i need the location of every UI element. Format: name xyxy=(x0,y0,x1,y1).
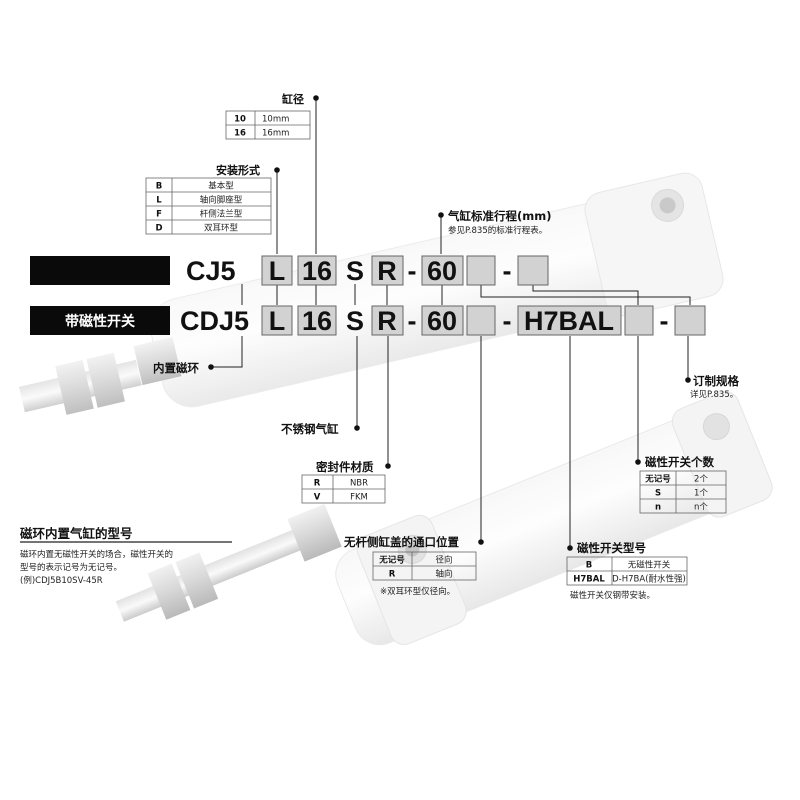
row2-seal-box: R xyxy=(377,306,397,336)
switch-count-code-n: n xyxy=(655,503,661,513)
switch-count-code-none: 无记号 xyxy=(644,474,671,485)
row2-label: 带磁性开关 xyxy=(65,313,135,330)
magnet-model-title: 磁环内置气缸的型号 xyxy=(19,526,133,541)
magnet-model-line-3: (例)CDJ5B10SV-45R xyxy=(20,575,103,586)
switch-model-section: 磁性开关型号 B 无磁性开关 H7BAL D-H7BA(耐水性强) 磁性开关仅钢… xyxy=(566,541,688,601)
row2-prefix: CDJ5 xyxy=(180,306,249,336)
row1-custom-box xyxy=(517,255,549,286)
custom-spec-note: 详见P.835。 xyxy=(690,389,738,400)
switch-model-code-b: B xyxy=(586,561,592,571)
row1-s: S xyxy=(346,256,364,286)
row1-dash2: - xyxy=(503,256,512,286)
row1-prefix: CJ5 xyxy=(186,256,236,286)
port-position-title: 无杆侧缸盖的通口位置 xyxy=(343,535,459,549)
switch-model-desc-b: 无磁性开关 xyxy=(628,560,671,571)
stroke-note: 参见P.835的标准行程表。 xyxy=(448,225,547,236)
model-code-row2: 带磁性开关 CDJ5 L 16 S R - 60 - H7BAL - xyxy=(30,305,706,336)
mounting-title: 安装形式 xyxy=(216,163,260,177)
seal-material-section: 密封件材质 R NBR V FKM xyxy=(301,460,386,504)
mounting-code-d: D xyxy=(155,224,162,234)
switch-count-desc-2: 2个 xyxy=(694,475,708,485)
mounting-code-b: B xyxy=(156,182,162,192)
switch-model-desc-h7bal: D-H7BA(耐水性强) xyxy=(612,574,686,585)
mounting-code-l: L xyxy=(156,196,162,206)
bore-code-16: 16 xyxy=(234,129,246,139)
switch-count-title: 磁性开关个数 xyxy=(645,455,714,469)
switch-count-desc-1: 1个 xyxy=(694,489,708,499)
magnet-model-section: 磁环内置气缸的型号 磁环内置无磁性开关的场合，磁性开关的 型号的表示记号为无记号… xyxy=(19,526,232,586)
leader-lines xyxy=(208,95,691,551)
row2-count-box xyxy=(624,305,654,336)
mounting-code-f: F xyxy=(156,210,162,220)
stainless-label: 不锈钢气缸 xyxy=(281,422,339,436)
row1-suffix-box xyxy=(466,255,496,286)
port-code-none: 无记号 xyxy=(378,555,405,566)
mounting-desc-b: 基本型 xyxy=(208,181,234,192)
row2-switch-box: H7BAL xyxy=(524,306,614,336)
bore-desc-16: 16mm xyxy=(262,129,289,139)
seal-material-title: 密封件材质 xyxy=(315,460,374,474)
port-desc-axial: 轴向 xyxy=(435,569,452,580)
row2-label-bar xyxy=(30,306,170,335)
row2-bore-box: 16 xyxy=(302,306,332,336)
row2-s: S xyxy=(346,306,364,336)
switch-count-desc-n: n个 xyxy=(694,503,708,513)
row2-dash1: - xyxy=(408,306,417,336)
mounting-desc-f: 杆侧法兰型 xyxy=(200,209,243,220)
seal-desc-r: NBR xyxy=(350,479,368,489)
switch-model-title: 磁性开关型号 xyxy=(577,541,646,555)
row1-seal-box: R xyxy=(377,256,397,286)
row2-dash3: - xyxy=(660,306,669,336)
custom-spec-title: 订制规格 xyxy=(693,374,739,388)
row2-mount-box: L xyxy=(269,306,286,336)
switch-model-note: 磁性开关仅钢带安装。 xyxy=(570,590,655,601)
magnet-model-line-1: 磁环内置无磁性开关的场合，磁性开关的 xyxy=(20,549,173,560)
bore-code-10: 10 xyxy=(234,115,246,125)
bore-section: 缸径 10 10mm 16 16mm xyxy=(225,92,311,140)
stroke-section: 气缸标准行程(mm) 参见P.835的标准行程表。 xyxy=(447,209,551,236)
cylinder-image-upper xyxy=(18,172,724,415)
cylinder-image-lower xyxy=(115,391,773,646)
row1-bore-box: 16 xyxy=(302,256,332,286)
port-position-section: 无杆侧缸盖的通口位置 无记号 径向 R 轴向 ※双耳环型仅径向。 xyxy=(343,535,477,597)
mounting-section: 安装形式 B 基本型 L 轴向脚座型 F 杆侧法兰型 D 双耳环型 xyxy=(145,163,272,235)
mounting-desc-l: 轴向脚座型 xyxy=(200,195,243,206)
row1-dash1: - xyxy=(408,256,417,286)
mounting-desc-d: 双耳环型 xyxy=(204,224,239,234)
row2-custom-box xyxy=(674,305,706,336)
stroke-title: 气缸标准行程(mm) xyxy=(447,209,551,223)
row2-stroke-box: 60 xyxy=(427,306,457,336)
row1-mount-box: L xyxy=(269,256,286,286)
switch-count-section: 磁性开关个数 无记号 2个 S 1个 n n个 xyxy=(639,455,727,514)
port-code-r: R xyxy=(389,570,396,580)
custom-spec-section: 订制规格 详见P.835。 xyxy=(690,374,739,400)
switch-count-code-s: S xyxy=(655,489,661,499)
seal-desc-v: FKM xyxy=(350,493,368,503)
bore-title: 缸径 xyxy=(281,92,304,106)
built-in-magnet-label: 内置磁环 xyxy=(153,361,199,375)
magnet-model-line-2: 型号的表示记号为无记号。 xyxy=(20,562,122,573)
row1-stroke-box: 60 xyxy=(427,256,457,286)
switch-model-code-h7bal: H7BAL xyxy=(573,575,605,585)
seal-code-r: R xyxy=(314,479,321,489)
port-position-note: ※双耳环型仅径向。 xyxy=(380,586,455,597)
row2-port-box xyxy=(466,305,496,336)
model-code-row1: CJ5 L 16 S R - 60 - xyxy=(30,255,549,286)
row2-dash2: - xyxy=(503,306,512,336)
row1-label-bar xyxy=(30,256,170,285)
port-desc-radial: 径向 xyxy=(435,555,452,566)
seal-code-v: V xyxy=(314,493,321,503)
bore-desc-10: 10mm xyxy=(262,115,289,125)
